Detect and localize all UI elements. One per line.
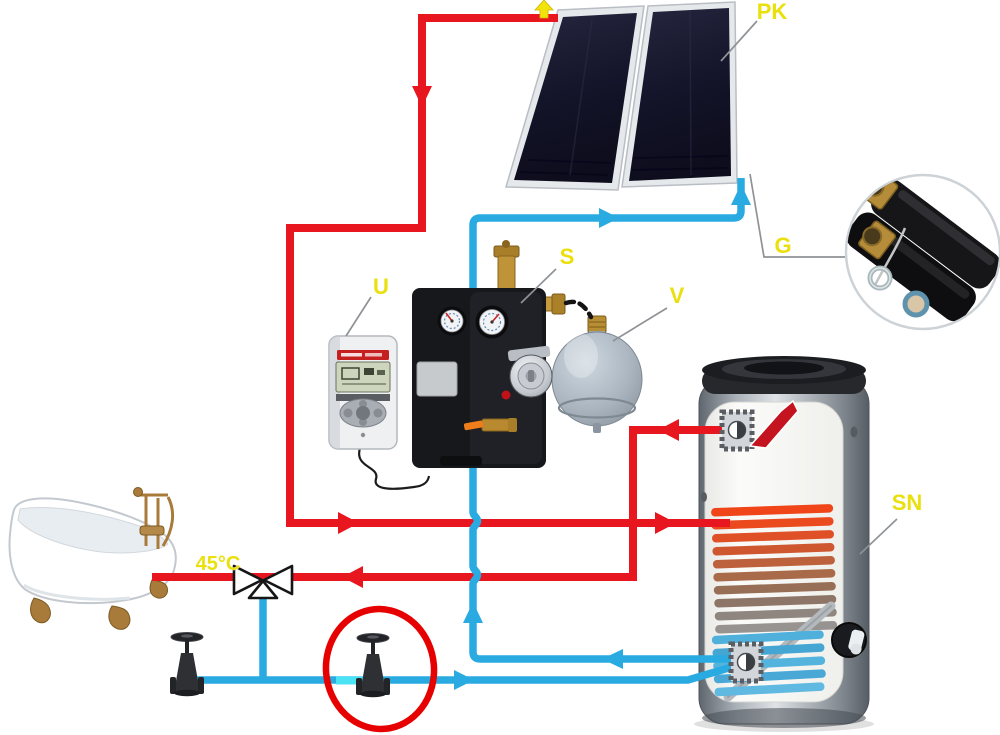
tub-faucet bbox=[138, 493, 175, 549]
leader-g bbox=[749, 173, 845, 258]
solar-collectors bbox=[505, 1, 738, 191]
flow-arrow-right bbox=[655, 512, 676, 534]
flow-arrow-right bbox=[454, 670, 474, 690]
pressure-gauge bbox=[475, 305, 509, 339]
tub-foot bbox=[108, 605, 131, 630]
leader-v bbox=[612, 307, 668, 342]
controller-led bbox=[360, 432, 366, 438]
pump-station bbox=[412, 240, 594, 468]
cold-flow-arrows bbox=[454, 184, 751, 690]
solar-supply-pipe bbox=[286, 14, 730, 527]
label-pk: PK bbox=[757, 0, 788, 24]
label-g: G bbox=[774, 233, 791, 258]
diagram-labels: PK G U S V SN 45°C bbox=[195, 0, 923, 575]
twin-pipe-detail-inset bbox=[844, 173, 1000, 331]
faucet-body bbox=[139, 525, 165, 536]
solar-controller bbox=[328, 335, 431, 490]
flow-arrow-left bbox=[342, 566, 363, 588]
drain-valve bbox=[463, 418, 517, 432]
three-way-mixing-valve bbox=[232, 564, 294, 600]
tank-hot-coil bbox=[711, 504, 838, 634]
controller-cable bbox=[358, 447, 431, 490]
tank-top-cap bbox=[702, 356, 866, 394]
leader-lines bbox=[345, 20, 898, 555]
washer-ring bbox=[902, 290, 930, 318]
hot-flow-arrows bbox=[338, 86, 679, 588]
controller-buttons bbox=[339, 398, 387, 428]
insulation-window bbox=[416, 361, 458, 397]
hot-water-pipe bbox=[152, 426, 736, 581]
tank-top-port-fitting bbox=[719, 399, 799, 452]
hot-outlet-arrow bbox=[748, 399, 799, 449]
vessel-hose bbox=[563, 299, 594, 320]
pressure-gauge bbox=[437, 306, 467, 336]
controller-lcd bbox=[335, 361, 391, 393]
tank-bottom-port-fitting bbox=[728, 641, 764, 684]
flow-arrow-left bbox=[602, 649, 623, 669]
flow-arrow-right bbox=[599, 208, 619, 228]
shower-head bbox=[133, 487, 143, 497]
tank-screw bbox=[850, 426, 858, 438]
leader-sn bbox=[859, 518, 898, 555]
tank-screw bbox=[701, 492, 707, 502]
label-u: U bbox=[373, 274, 389, 299]
solar-return-lower bbox=[469, 465, 742, 663]
highlighted-pipe-segment bbox=[336, 676, 372, 685]
tub-foot bbox=[149, 579, 168, 599]
highlighted-gate-valve bbox=[356, 633, 390, 698]
label-s: S bbox=[560, 244, 575, 269]
flow-arrow-left bbox=[658, 419, 679, 441]
leader-pk bbox=[720, 20, 758, 62]
valve-handle bbox=[463, 420, 484, 431]
leader-u bbox=[345, 296, 372, 337]
highlight-circle bbox=[322, 605, 438, 733]
leader-s bbox=[520, 268, 557, 304]
flow-arrow-right bbox=[338, 512, 359, 534]
flow-arrow-down bbox=[412, 86, 432, 107]
circulation-pump bbox=[507, 345, 553, 398]
label-v: V bbox=[670, 283, 685, 308]
hot-pipes bbox=[152, 14, 736, 581]
expansion-vessel bbox=[551, 315, 643, 433]
label-sn: SN bbox=[892, 490, 923, 515]
controller-brand-bar bbox=[337, 350, 389, 360]
pump-indicator-dot bbox=[501, 390, 511, 400]
gate-valve bbox=[170, 632, 204, 697]
flow-arrow-up bbox=[463, 602, 483, 623]
label-mix-temperature: 45°C bbox=[196, 553, 241, 575]
tub-foot bbox=[30, 597, 51, 624]
vent-arrow-icon bbox=[534, 0, 554, 19]
sensor-wire bbox=[873, 227, 907, 286]
flow-arrow-up bbox=[731, 184, 751, 205]
bathtub bbox=[8, 487, 177, 630]
